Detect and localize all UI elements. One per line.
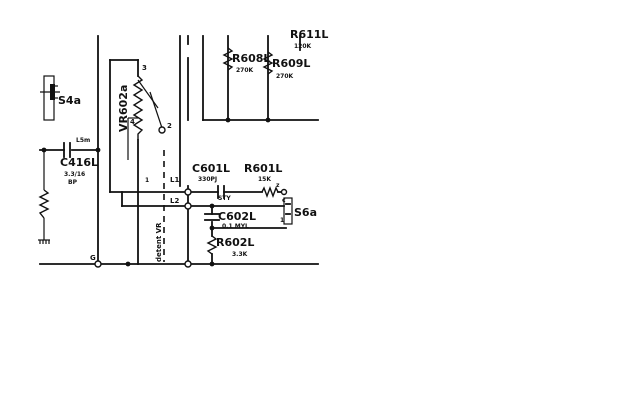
value-c601l: 330PJ [198, 176, 217, 183]
label-l5m: L5m [76, 137, 90, 144]
label-s6a: S6a [294, 206, 317, 219]
label-ground-g: G [90, 254, 96, 262]
type-c416l: BP [68, 179, 78, 186]
value-c602l: 0.1 MYL [222, 223, 249, 230]
value-r602l: 3.3K [232, 251, 248, 258]
label-vr602a: VR602a [117, 85, 130, 132]
resistor-r608l [222, 47, 234, 71]
label-pin2: 2 [167, 122, 172, 130]
label-r611l: R611L [290, 28, 328, 41]
label-detent-vr: detent VR [155, 222, 163, 262]
vr602a-track [132, 75, 144, 140]
switch-s4a [43, 75, 58, 121]
label-c602l: C602L [218, 210, 256, 223]
label-r608l: R608L [232, 52, 270, 65]
label-r602l: R602L [216, 236, 254, 249]
label-l2: L2 [170, 197, 179, 205]
value-r608l: 270K [236, 67, 254, 74]
resistor-r609l [262, 51, 274, 75]
label-sw-c: c [282, 197, 286, 204]
value-r611l: 120K [294, 43, 312, 50]
capacitor-c416l [63, 142, 71, 158]
terminals [94, 126, 288, 268]
label-sw-1: 1 [280, 217, 284, 224]
label-s4a: S4a [58, 94, 81, 107]
label-l1: L1 [170, 176, 179, 184]
resistor-left [38, 189, 50, 219]
resistor-r601l [261, 186, 279, 198]
label-pin3: 3 [142, 64, 147, 72]
label-sw-z: z [276, 182, 280, 189]
labels: R611L 120K R608L 270K R609L 270K S4a VR6… [58, 28, 328, 262]
value-r609l: 270K [276, 73, 294, 80]
wires [39, 35, 319, 265]
label-r601l: R601L [244, 162, 282, 175]
type-c601l: STY [218, 195, 231, 202]
capacitor-c601l [217, 185, 225, 199]
value-c416l: 3.3/16 [64, 171, 85, 178]
ground-symbol [38, 239, 50, 244]
capacitors [63, 142, 225, 221]
vr602a-frame [109, 59, 163, 160]
label-c416l: C416L [60, 156, 98, 169]
resistor-r602l [206, 235, 218, 255]
switch-s6a [283, 197, 293, 225]
junctions [41, 117, 271, 267]
value-r601l: 15K [258, 176, 271, 183]
label-c601l: C601L [192, 162, 230, 175]
label-r609l: R609L [272, 57, 310, 70]
capacitor-c602l [204, 213, 220, 221]
label-pin4: 4 [130, 118, 135, 126]
resistors [38, 47, 279, 255]
label-pin1: 1 [145, 177, 149, 184]
